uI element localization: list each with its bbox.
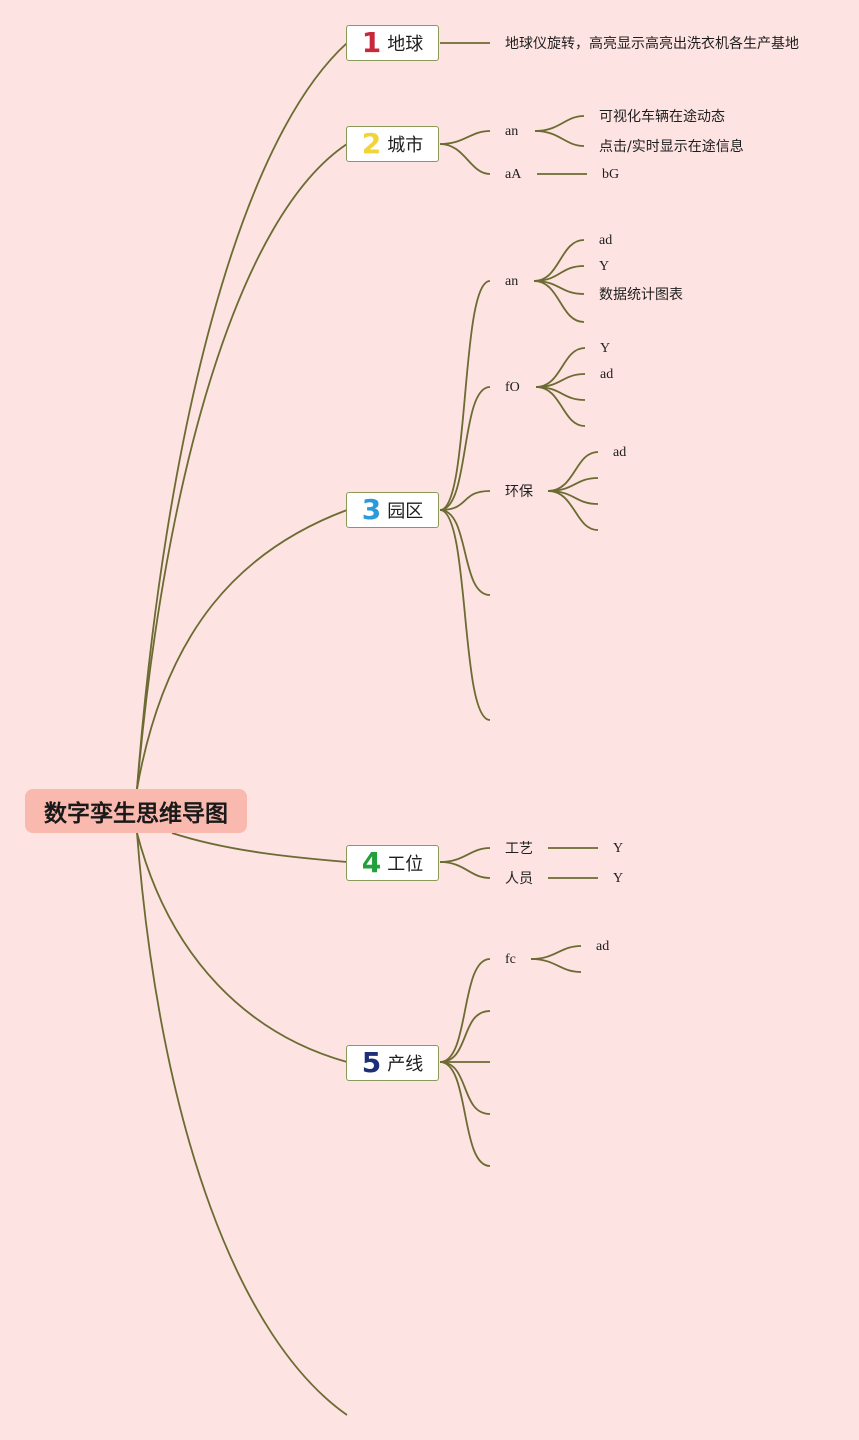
connector-park-empty1 xyxy=(439,509,491,596)
topic-number-5: 5 xyxy=(361,1046,382,1079)
connector-line-fc-c1 xyxy=(530,945,582,960)
city-aa-child[interactable]: bG xyxy=(602,167,620,182)
station-staff-child[interactable]: Y xyxy=(613,871,624,886)
connector-line-fc xyxy=(439,958,491,1063)
connector-park-an xyxy=(439,280,491,511)
topic-number-1: 1 xyxy=(361,26,382,59)
station-craft-node[interactable]: 工艺 xyxy=(505,841,533,857)
connector-root-park xyxy=(136,509,348,790)
connector-line-empty3 xyxy=(439,1061,491,1115)
city-aa-node[interactable]: aA xyxy=(505,167,522,182)
topic-station[interactable]: 4 工位 xyxy=(346,845,439,881)
connector-root-station xyxy=(171,832,348,863)
city-an-child-2[interactable]: 点击/实时显示在途信息 xyxy=(599,139,744,155)
topic-number-2: 2 xyxy=(361,127,382,160)
topic-park[interactable]: 3 园区 xyxy=(346,492,439,528)
connector-root-empty xyxy=(136,832,348,1416)
connector-city-an-c2 xyxy=(534,130,585,147)
city-an-node[interactable]: an xyxy=(505,124,519,139)
connector-park-env xyxy=(439,490,491,511)
topic-label: 工位 xyxy=(387,854,424,875)
connector-park-an-c4 xyxy=(533,280,585,323)
connector-line-empty1 xyxy=(439,1010,491,1063)
connector-line-fc-c2 xyxy=(530,958,582,973)
connector-station-staff xyxy=(439,861,491,879)
topic-label: 产线 xyxy=(387,1054,424,1075)
root-node[interactable]: 数字孪生思维导图 xyxy=(25,789,247,833)
connector-line-empty4 xyxy=(439,1061,491,1167)
park-an-child-1[interactable]: ad xyxy=(599,233,613,248)
topic-number-3: 3 xyxy=(361,493,382,526)
connector-city-aa xyxy=(439,143,491,175)
park-fo-child-2[interactable]: ad xyxy=(600,367,614,382)
connector-station-craft xyxy=(439,847,491,863)
line-fc-node[interactable]: fc xyxy=(505,952,516,967)
topic-label: 地球 xyxy=(387,34,424,55)
connector-root-city xyxy=(136,143,348,790)
station-staff-node[interactable]: 人员 xyxy=(505,871,533,887)
park-an-node[interactable]: an xyxy=(505,274,519,289)
connector-city-an-c1 xyxy=(534,115,585,132)
connector-park-fo-c4 xyxy=(535,386,586,427)
topic-label: 城市 xyxy=(387,135,424,156)
city-an-child-1[interactable]: 可视化车辆在途动态 xyxy=(599,109,725,125)
topic-earth[interactable]: 1 地球 xyxy=(346,25,439,61)
park-an-child-2[interactable]: Y xyxy=(599,259,610,274)
park-fo-node[interactable]: fO xyxy=(505,380,520,395)
topic-label: 园区 xyxy=(387,501,424,522)
station-craft-child[interactable]: Y xyxy=(613,841,624,856)
park-fo-child-1[interactable]: Y xyxy=(600,341,611,356)
park-env-node[interactable]: 环保 xyxy=(505,484,533,500)
earth-desc-node[interactable]: 地球仪旋转，高亮显示高亮出洗衣机各生产基地 xyxy=(505,36,799,52)
connector-park-empty2 xyxy=(439,509,491,721)
connector-city-an xyxy=(439,130,491,145)
topic-number-4: 4 xyxy=(361,846,382,879)
connector-park-env-c4 xyxy=(547,490,599,531)
line-fc-child[interactable]: ad xyxy=(596,939,610,954)
connector-root-earth xyxy=(136,42,348,790)
connector-park-fo xyxy=(439,386,491,511)
connector-root-line xyxy=(136,832,348,1063)
topic-city[interactable]: 2 城市 xyxy=(346,126,439,162)
park-env-child-1[interactable]: ad xyxy=(613,445,627,460)
topic-line[interactable]: 5 产线 xyxy=(346,1045,439,1081)
park-an-child-3[interactable]: 数据统计图表 xyxy=(599,287,683,303)
